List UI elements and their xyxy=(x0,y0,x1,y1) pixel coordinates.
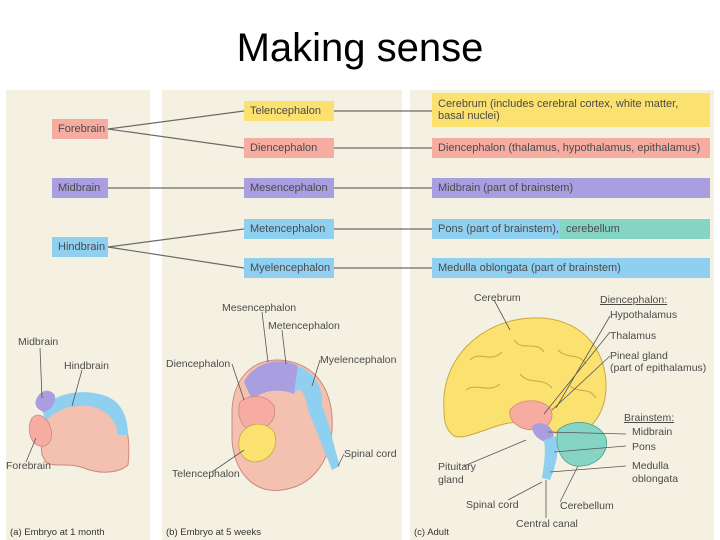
cerebrum-line2: basal nuclei) xyxy=(438,110,500,122)
caption-a: (a) Embryo at 1 month xyxy=(10,527,105,538)
mesencephalon-box: Mesencephalon xyxy=(244,178,334,198)
adult-pineal-line2: (part of epithalamus) xyxy=(610,362,707,374)
adult-midbrain-label: Midbrain xyxy=(632,426,673,438)
midbrain-box: Midbrain xyxy=(52,178,108,198)
cerebrum-line1: Cerebrum (includes cerebral cortex, whit… xyxy=(438,98,679,110)
forebrain-box: Forebrain xyxy=(52,119,108,139)
adult-pituitary-line1: Pituitary xyxy=(438,461,476,473)
embryo-diencephalon-label: Diencephalon xyxy=(166,358,231,370)
caption-c: (c) Adult xyxy=(414,527,449,538)
embryo-spinal-cord-label: Spinal cord xyxy=(344,448,397,460)
adult-pons-label: Pons xyxy=(632,441,656,453)
cerebrum-box: Cerebrum (includes cerebral cortex, whit… xyxy=(432,93,710,127)
caption-b: (b) Embryo at 5 weeks xyxy=(166,527,262,538)
forebrain-label: Forebrain xyxy=(58,123,106,135)
embryo-weeks-illustration xyxy=(211,311,345,491)
adult-medulla-line1: Medulla xyxy=(632,460,669,472)
adult-cerebellum-label: Cerebellum xyxy=(560,500,614,512)
mesencephalon-label: Mesencephalon xyxy=(250,182,328,194)
embryo-metencephalon-label: Metencephalon xyxy=(268,320,340,332)
adult-midbrain-label: Midbrain (part of brainstem) xyxy=(438,182,574,194)
embryo-myelencephalon-label: Myelencephalon xyxy=(320,354,397,366)
adult-spinal-cord-label: Spinal cord xyxy=(466,499,519,511)
embryo-midbrain-label: Midbrain xyxy=(18,336,59,348)
hindbrain-label: Hindbrain xyxy=(58,241,106,253)
adult-central-canal-label: Central canal xyxy=(516,518,578,530)
metencephalon-box: Metencephalon xyxy=(244,219,334,239)
adult-diencephalon-box: Diencephalon (thalamus, hypothalamus, ep… xyxy=(432,138,710,158)
adult-medulla-line2: oblongata xyxy=(632,473,679,485)
diencephalon-label: Diencephalon xyxy=(250,142,318,154)
pons-label: Pons (part of brainstem), xyxy=(438,223,560,235)
cerebellum-label: cerebellum xyxy=(566,223,620,235)
medulla-label: Medulla oblongata (part of brainstem) xyxy=(438,262,621,274)
pons-box: Pons (part of brainstem), xyxy=(432,219,560,239)
adult-pineal-line1: Pineal gland xyxy=(610,350,668,362)
cerebellum-box: cerebellum xyxy=(560,219,710,239)
adult-brainstem-heading: Brainstem: xyxy=(624,412,675,424)
slide-title: Making sense xyxy=(236,26,484,70)
myelencephalon-box: Myelencephalon xyxy=(244,258,334,278)
embryo-hindbrain-label: Hindbrain xyxy=(64,360,109,372)
myelencephalon-label: Myelencephalon xyxy=(250,262,331,274)
adult-brain-illustration xyxy=(443,299,627,518)
midbrain-label: Midbrain xyxy=(58,182,101,194)
adult-cerebrum-label: Cerebrum xyxy=(474,292,521,304)
telencephalon-box: Telencephalon xyxy=(244,101,334,121)
embryo-forebrain-label: Forebrain xyxy=(6,460,51,472)
panel-adult xyxy=(410,90,714,540)
embryo-telencephalon-label: Telencephalon xyxy=(172,468,240,480)
hindbrain-box: Hindbrain xyxy=(52,237,108,257)
adult-diencephalon-heading: Diencephalon: xyxy=(600,294,668,306)
adult-hypothalamus-label: Hypothalamus xyxy=(610,309,678,321)
metencephalon-label: Metencephalon xyxy=(250,223,326,235)
embryo-mesencephalon-label: Mesencephalon xyxy=(222,302,297,314)
adult-pituitary-line2: gland xyxy=(438,474,464,486)
adult-diencephalon-label: Diencephalon (thalamus, hypothalamus, ep… xyxy=(438,142,701,154)
telencephalon-label: Telencephalon xyxy=(250,105,321,117)
medulla-box: Medulla oblongata (part of brainstem) xyxy=(432,258,710,278)
adult-thalamus-label: Thalamus xyxy=(610,330,657,342)
embryo-month-illustration xyxy=(25,347,130,473)
diencephalon-box: Diencephalon xyxy=(244,138,334,158)
adult-midbrain-box: Midbrain (part of brainstem) xyxy=(432,178,710,198)
